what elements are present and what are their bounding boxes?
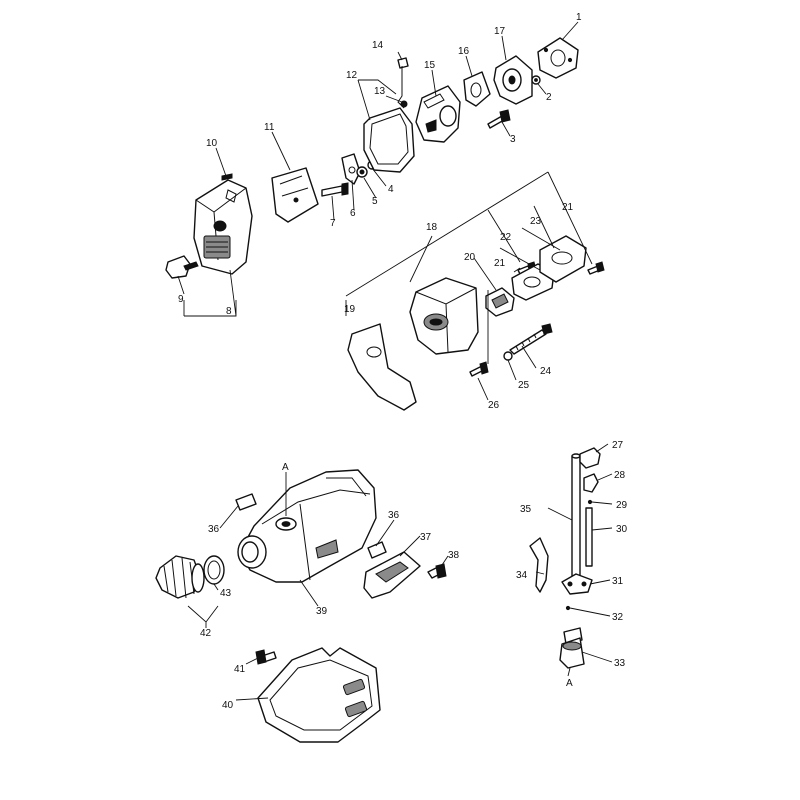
screw-21-upper [587, 261, 605, 275]
air-filter-element [271, 167, 319, 223]
screw-3 [487, 109, 511, 129]
callout-8: 8 [226, 306, 232, 317]
callout-28: 28 [614, 470, 626, 481]
heat-shield-19 [347, 323, 417, 411]
washer-25 [503, 351, 513, 361]
callout-43: 43 [220, 588, 232, 599]
callout-23: 23 [530, 216, 542, 227]
callout-A-tank: A [282, 462, 289, 473]
grommet-31 [561, 573, 593, 595]
callout-38: 38 [448, 550, 460, 561]
washer-5 [356, 166, 368, 178]
cap-gasket-43 [203, 555, 225, 585]
callout-19: 19 [344, 304, 356, 315]
callout-18: 18 [426, 222, 438, 233]
gasket-23 [539, 235, 587, 283]
fuel-filter-33 [559, 627, 585, 669]
callout-4: 4 [388, 184, 394, 195]
return-pipe-30 [585, 507, 593, 567]
callout-29: 29 [616, 500, 628, 511]
callout-21-upper: 21 [562, 202, 574, 213]
callout-9: 9 [178, 294, 184, 305]
callout-A-filter: A [566, 678, 573, 689]
callout-36-right: 36 [388, 510, 400, 521]
fuel-tank [239, 469, 377, 583]
air-cleaner-cover [193, 179, 253, 275]
muffler-body [409, 277, 479, 355]
nut-2 [531, 75, 541, 85]
callout-33: 33 [614, 658, 626, 669]
screw-26 [469, 361, 489, 377]
screw-13-14 [397, 57, 409, 109]
spark-arrester-20 [485, 287, 515, 317]
insulator-17 [493, 55, 533, 105]
callout-35: 35 [520, 504, 532, 515]
clip-32 [565, 605, 571, 611]
callout-20: 20 [464, 252, 476, 263]
callout-6: 6 [350, 208, 356, 219]
callout-34: 34 [516, 570, 528, 581]
plate-37 [363, 551, 421, 599]
leader-lines [177, 21, 613, 701]
small-clip-10 [221, 173, 233, 181]
bolt-38 [427, 563, 447, 579]
callout-14: 14 [372, 40, 384, 51]
callout-24: 24 [540, 366, 552, 377]
callout-26: 26 [488, 400, 500, 411]
callout-21-lower: 21 [494, 258, 506, 269]
callout-3: 3 [510, 134, 516, 145]
callout-15: 15 [424, 60, 436, 71]
callout-25: 25 [518, 380, 530, 391]
callout-10: 10 [206, 138, 218, 149]
callout-16: 16 [458, 46, 470, 57]
callout-41: 41 [234, 664, 246, 675]
callout-40: 40 [222, 700, 234, 711]
gasket-1 [537, 37, 579, 79]
bolt-24 [509, 323, 553, 355]
fuel-cap-42 [155, 555, 205, 599]
callout-1: 1 [576, 12, 582, 23]
callout-13: 13 [374, 86, 386, 97]
callout-27: 27 [612, 440, 624, 451]
screw-41 [255, 649, 277, 665]
callout-36-left: 36 [208, 524, 220, 535]
choke-lever [341, 153, 361, 185]
callout-39: 39 [316, 606, 328, 617]
callout-labels: 1 2 3 4 5 6 7 8 9 10 11 12 13 14 15 16 1… [178, 12, 628, 711]
callout-30: 30 [616, 524, 628, 535]
callout-37: 37 [420, 532, 432, 543]
carburetor [415, 85, 461, 143]
callout-17: 17 [494, 26, 506, 37]
clip-29 [587, 499, 593, 505]
callout-2: 2 [546, 92, 552, 103]
screw-7 [321, 182, 349, 197]
cover-knob [165, 255, 199, 279]
grommet-28 [583, 473, 599, 493]
callout-31: 31 [612, 576, 624, 587]
callout-32: 32 [612, 612, 624, 623]
callout-11: 11 [264, 122, 275, 133]
callout-22: 22 [500, 232, 512, 243]
rubber-36-left [235, 493, 257, 511]
gasket-16 [463, 71, 491, 107]
callout-12: 12 [346, 70, 358, 81]
fuel-hose-34 [529, 537, 549, 593]
grommet-27 [579, 447, 601, 469]
callout-7: 7 [330, 218, 336, 229]
tank-filler-neck [237, 535, 267, 569]
air-cleaner-base [363, 107, 415, 173]
callout-42: 42 [200, 628, 212, 639]
fuel-pipe-35 [571, 453, 581, 581]
tank-bracket-40 [257, 647, 381, 743]
callout-5: 5 [372, 196, 378, 207]
